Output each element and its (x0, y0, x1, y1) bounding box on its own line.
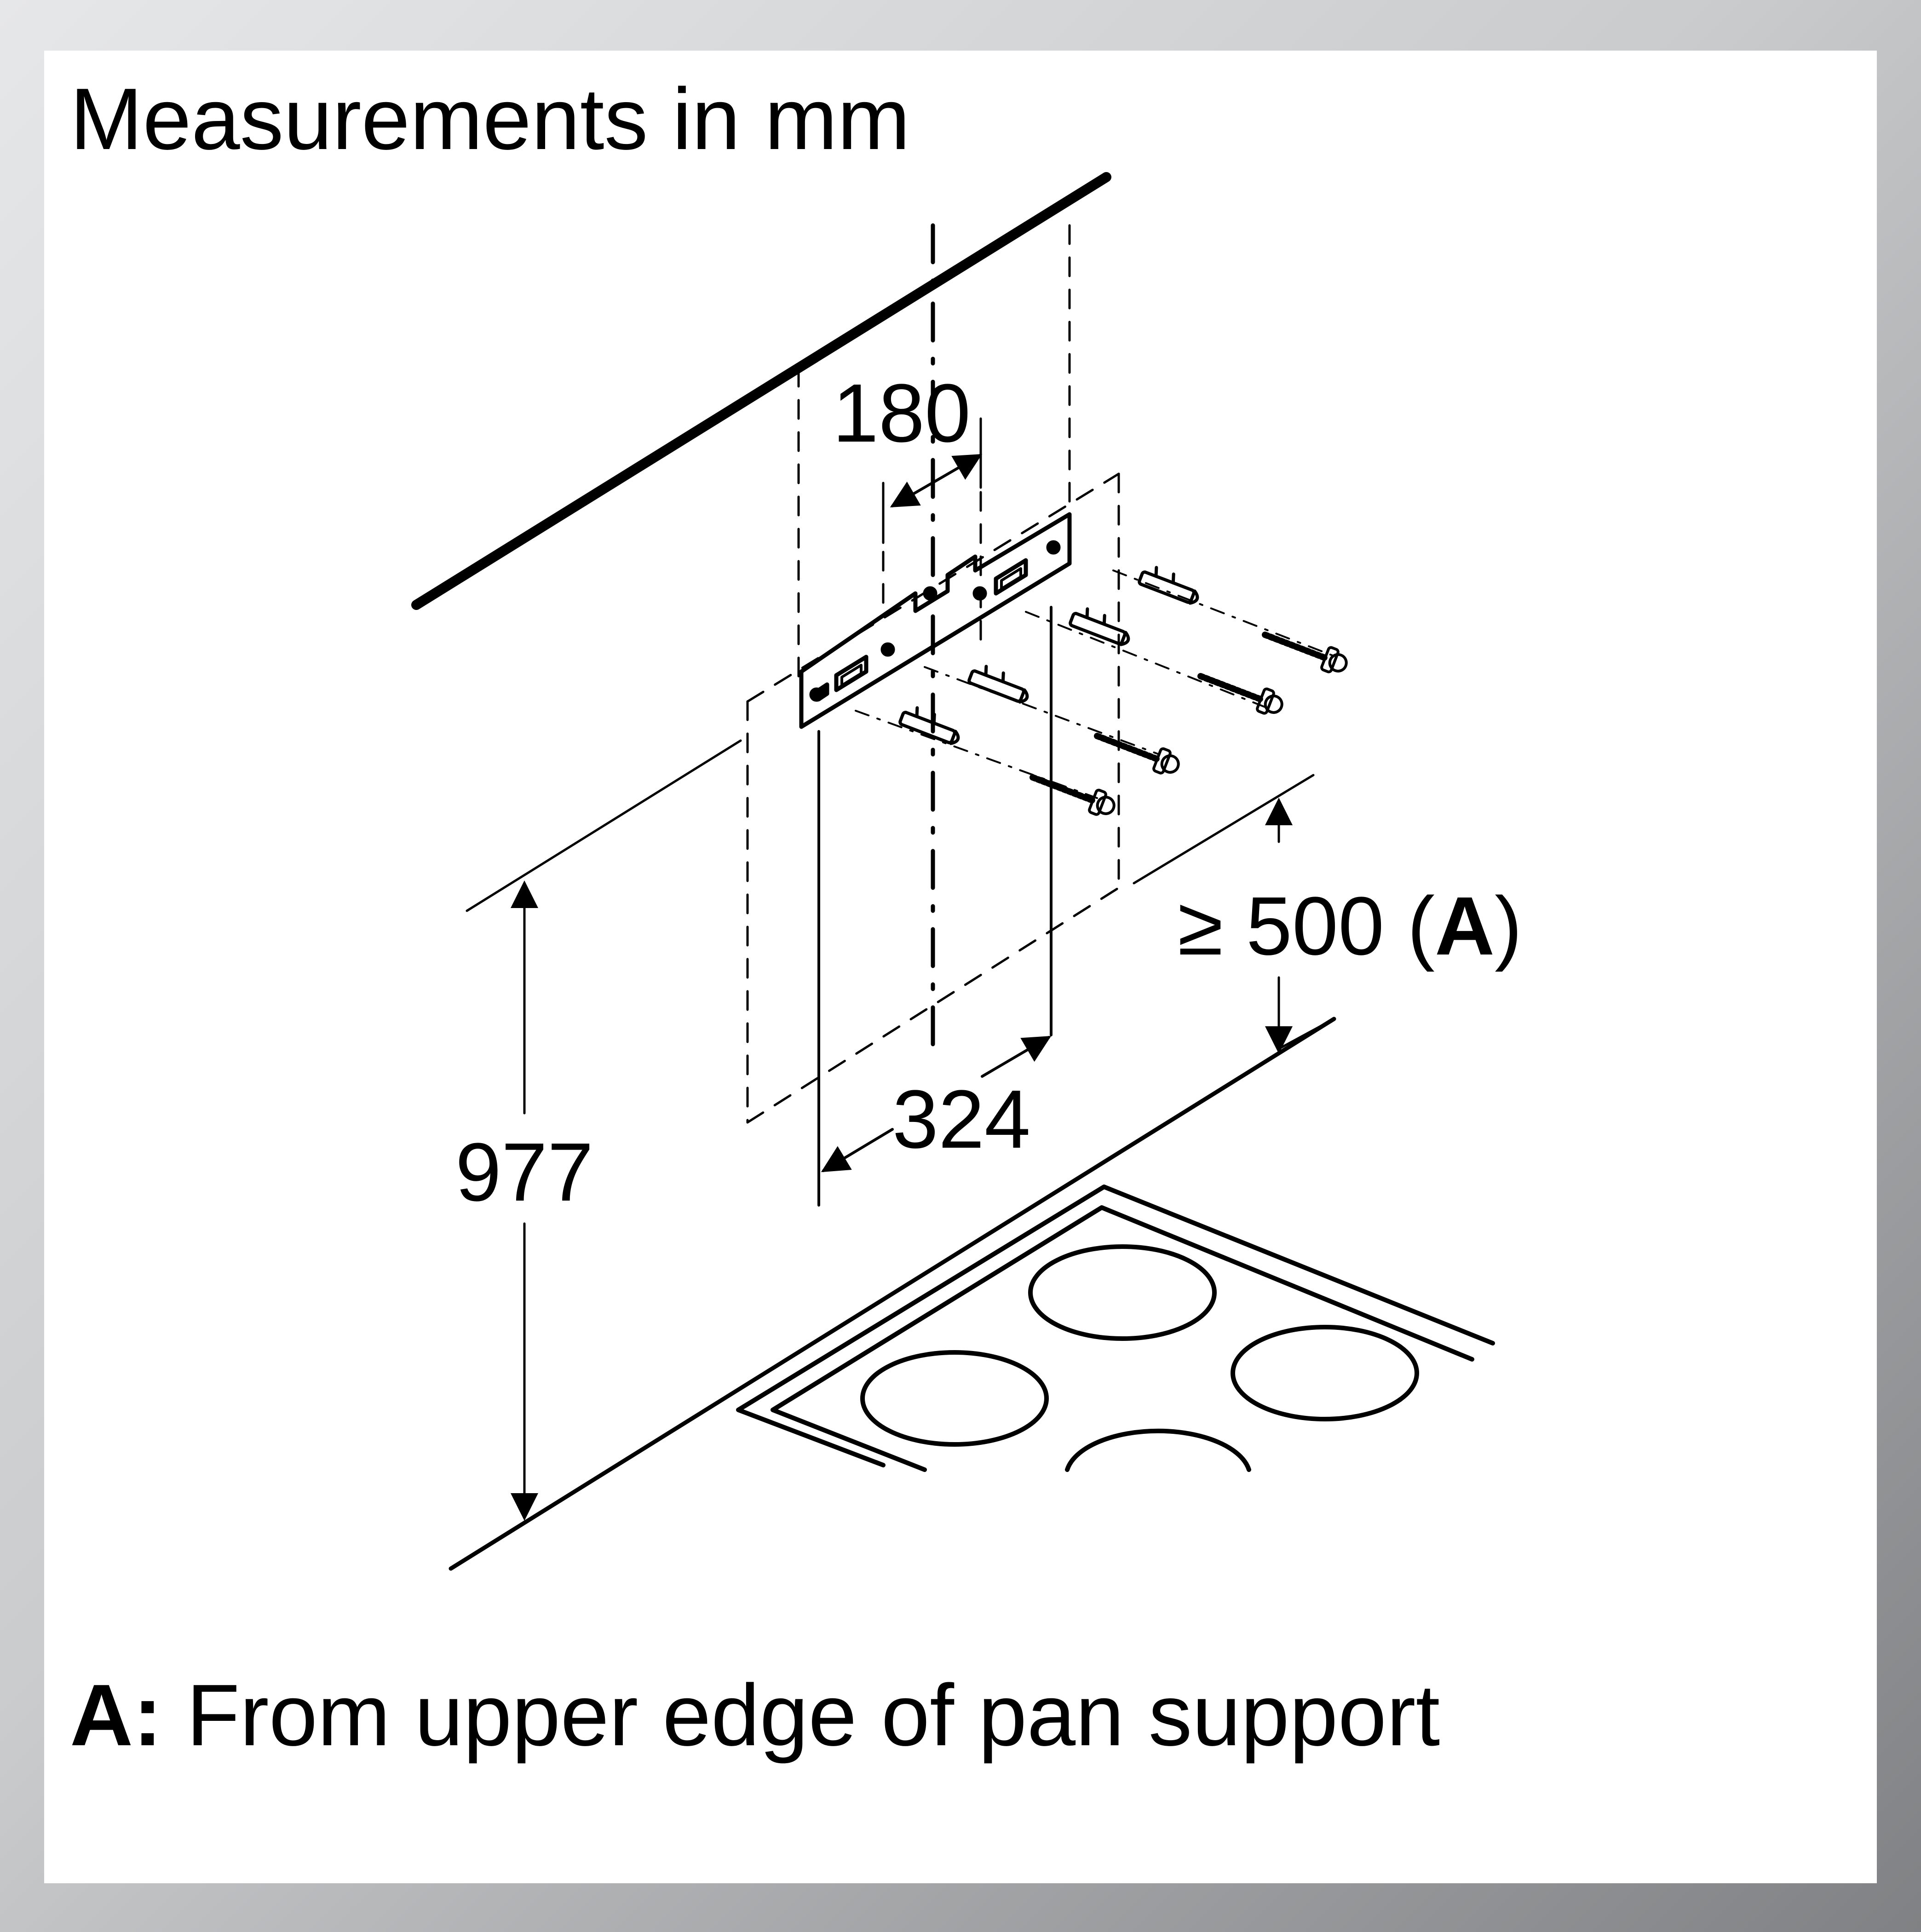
dimension-180-label: 180 (833, 367, 971, 460)
dowel-icon (1069, 607, 1130, 646)
worktop-front-edge (449, 1017, 1336, 1571)
dimension-324 (817, 606, 1053, 1207)
dowel-icon (1138, 566, 1199, 605)
bracket-slot-left (834, 655, 868, 692)
hob-burner (1028, 1244, 1217, 1341)
dimension-180 (882, 417, 983, 544)
diagram-panel (44, 51, 1877, 1883)
bracket-slot-right (994, 558, 1028, 596)
dimension-977-label: 977 (455, 1126, 593, 1219)
mounting-bracket (799, 512, 1072, 729)
footnote-text: From upper edge of pan support (162, 1667, 1440, 1764)
hob-burner (1065, 1428, 1251, 1472)
dimension-500 (1133, 774, 1335, 1054)
screws (1030, 632, 1348, 816)
dimension-500-label: ≥ 500 (A) (1178, 880, 1522, 972)
diagram-title: Measurements in mm (70, 70, 910, 168)
screw-icon (1197, 673, 1283, 715)
dowel-icon (898, 706, 960, 745)
dimension-977 (466, 739, 742, 1521)
dimension-324-label: 324 (892, 1073, 1030, 1166)
screw-icon (1094, 733, 1180, 775)
hood-outline (746, 472, 1120, 1124)
hob-burner (860, 1350, 1049, 1447)
hob (736, 1184, 1495, 1472)
wall-dowels (898, 566, 1199, 745)
hob-burner (1231, 1325, 1419, 1421)
screw-icon (1262, 632, 1348, 673)
screw-icon (1030, 774, 1116, 816)
footnote-key: A: (70, 1667, 162, 1764)
dowel-icon (967, 665, 1029, 704)
ceiling-line (411, 172, 1111, 610)
footnote: A: From upper edge of pan support (70, 1665, 1440, 1765)
